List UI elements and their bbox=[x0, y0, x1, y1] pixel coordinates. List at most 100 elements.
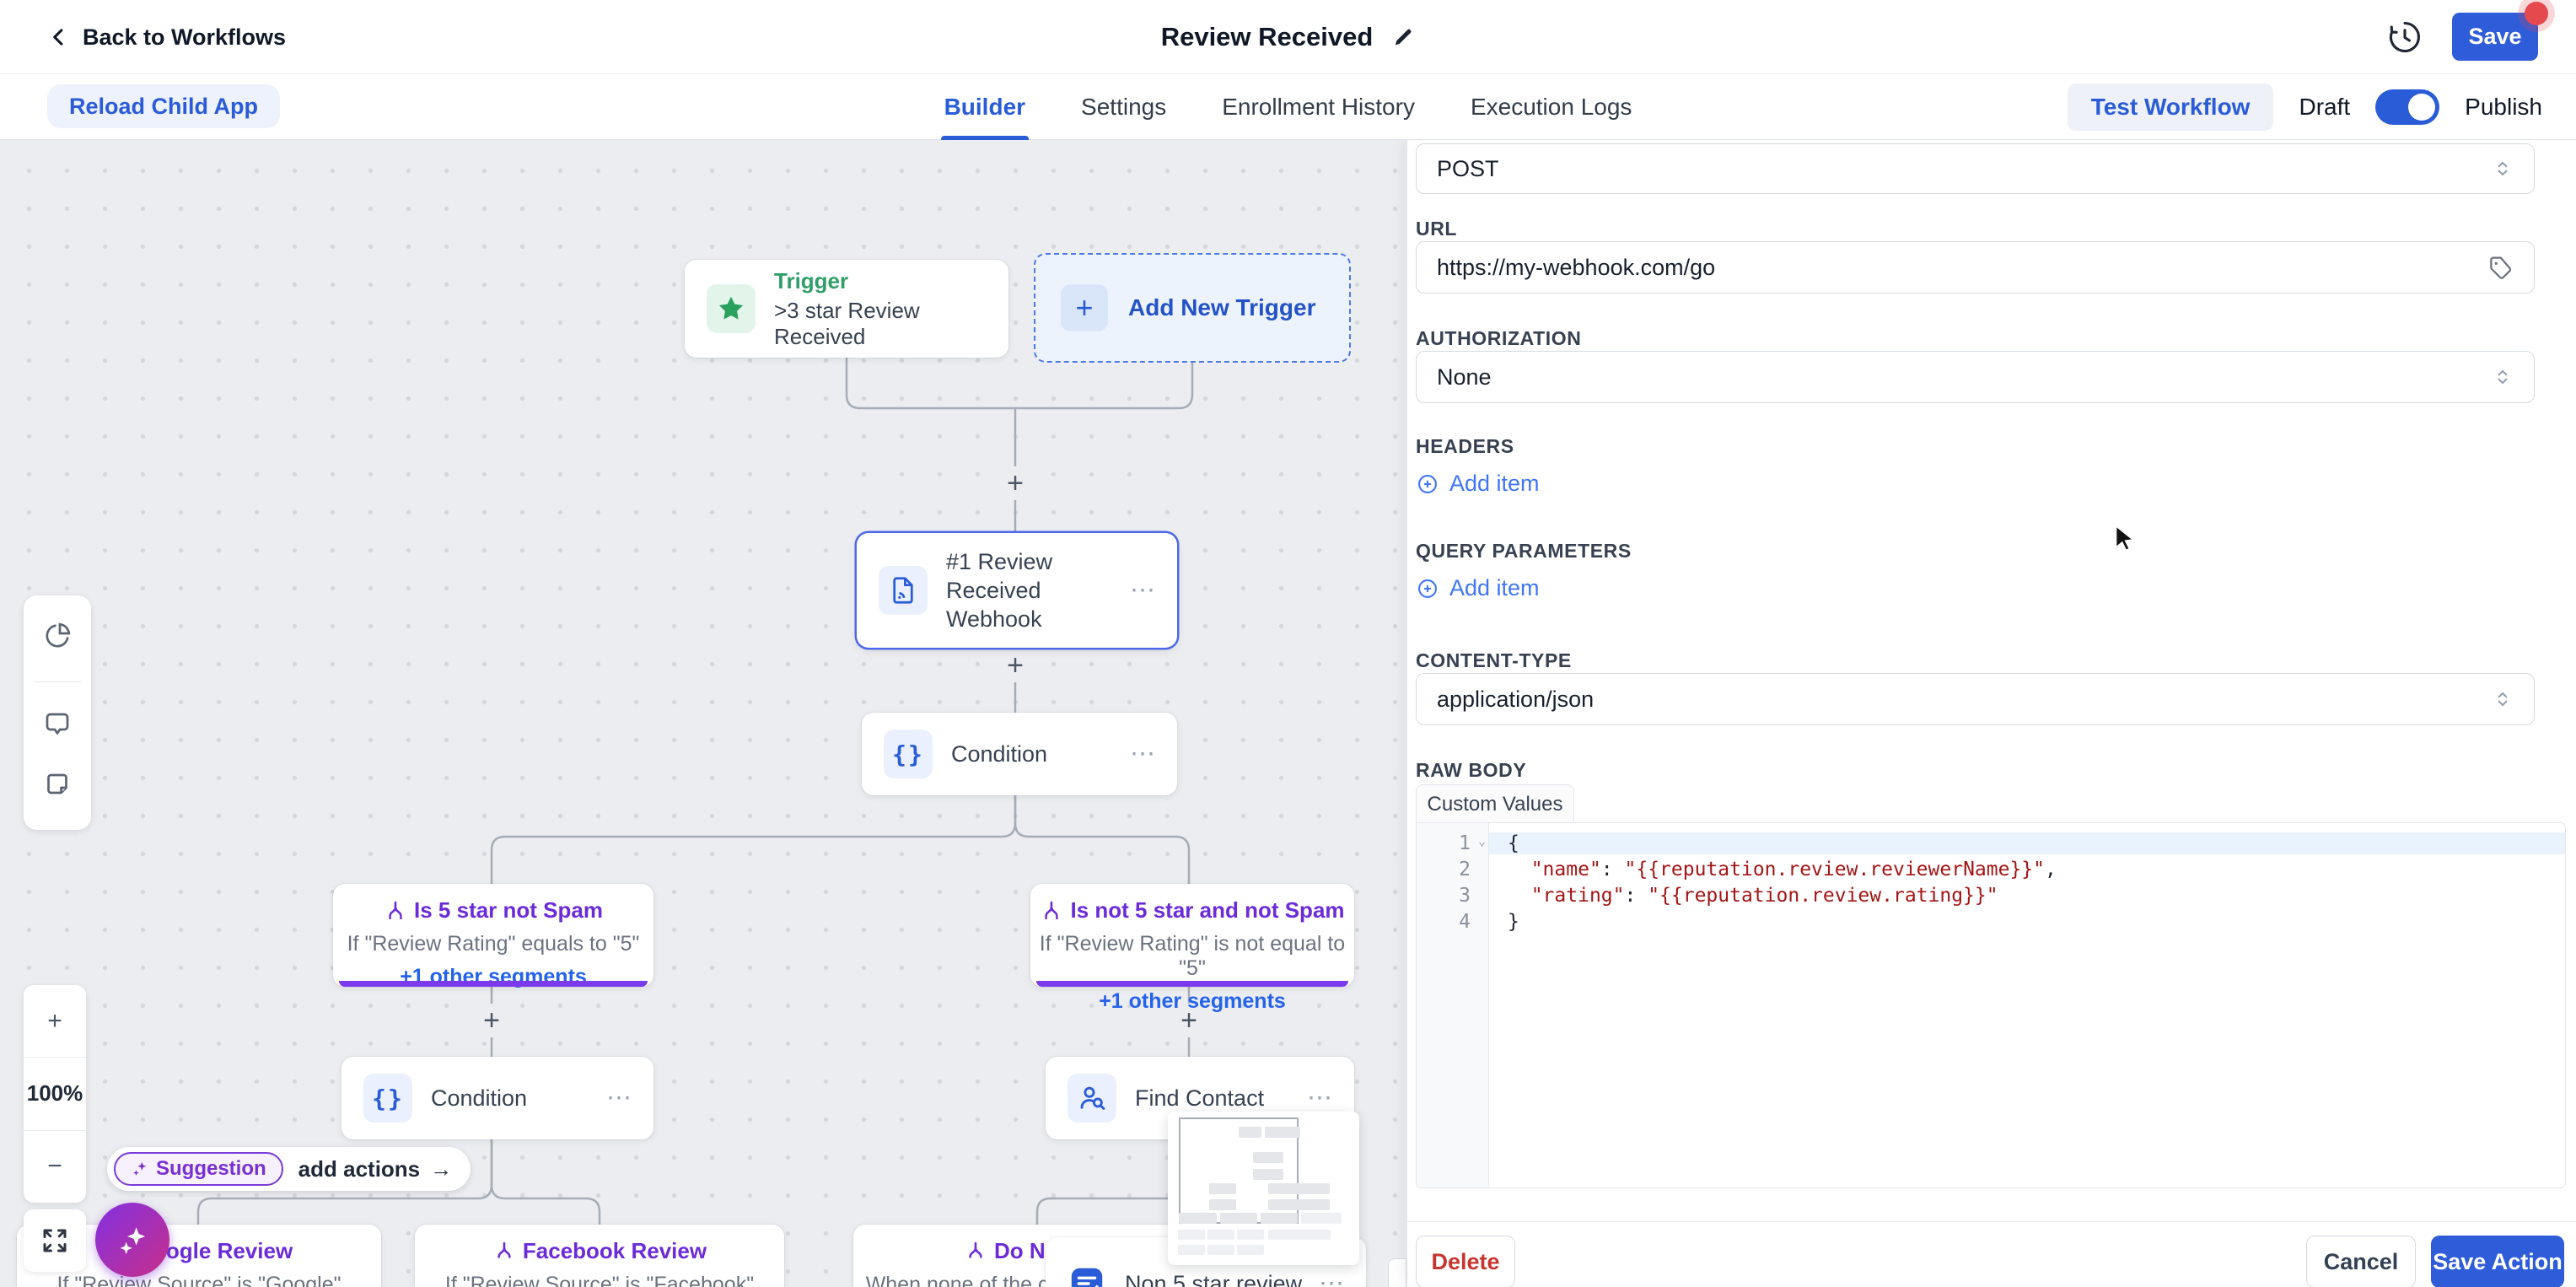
branch-condition: If "Review Source" is "Facebook" bbox=[415, 1273, 784, 1287]
plus-icon: + bbox=[1061, 284, 1108, 331]
condition-node-2[interactable]: {} Condition ⋯ bbox=[341, 1057, 653, 1139]
comments-button[interactable] bbox=[42, 709, 73, 744]
branch-condition: If "Review Rating" equals to "5" bbox=[333, 932, 653, 956]
webhook-icon bbox=[879, 566, 928, 615]
query-add-item-button[interactable]: Add item bbox=[1416, 575, 1540, 601]
sparkle-icon bbox=[131, 1160, 149, 1178]
branch-accent-bar bbox=[339, 981, 648, 987]
stepper-icon bbox=[2492, 158, 2514, 180]
canvas-tool-palette bbox=[24, 595, 91, 830]
fit-screen-button[interactable] bbox=[24, 1209, 86, 1272]
node-menu-button[interactable]: ⋯ bbox=[1307, 1084, 1334, 1113]
notes-button[interactable] bbox=[42, 770, 73, 805]
tag-icon bbox=[2487, 254, 2514, 281]
condition-node-title: Condition bbox=[431, 1084, 527, 1112]
query-parameters-label: QUERY PARAMETERS bbox=[1416, 540, 1632, 563]
trigger-node[interactable]: Trigger >3 star Review Received bbox=[685, 260, 1008, 358]
tab-builder[interactable]: Builder bbox=[944, 74, 1025, 140]
arrow-right-icon: → bbox=[430, 1156, 452, 1182]
code-lines[interactable]: 1⌄{2 "name": "{{reputation.review.review… bbox=[1417, 830, 2565, 934]
test-workflow-button[interactable]: Test Workflow bbox=[2068, 83, 2274, 131]
panel-footer: Delete Cancel Save Action bbox=[1407, 1221, 2576, 1287]
back-to-workflows-link[interactable]: Back to Workflows bbox=[47, 0, 286, 74]
branch-card-5-star[interactable]: Is 5 star not Spam If "Review Rating" eq… bbox=[333, 884, 653, 987]
add-step-button[interactable]: + bbox=[998, 649, 1032, 682]
workflow-tabs: Builder Settings Enrollment History Exec… bbox=[944, 74, 1632, 140]
branch-icon bbox=[384, 899, 407, 923]
branch-more-segments[interactable]: +1 other segments bbox=[1030, 989, 1354, 1014]
delete-button[interactable]: Delete bbox=[1416, 1236, 1515, 1287]
method-select[interactable]: POST bbox=[1416, 143, 2535, 194]
trigger-title: >3 star Review Received bbox=[774, 298, 987, 350]
webhook-node-title: #1 Review Received Webhook bbox=[946, 547, 1118, 633]
stats-button[interactable] bbox=[42, 621, 73, 655]
raw-body-label: RAW BODY bbox=[1416, 759, 1526, 782]
branch-card-not-5-star[interactable]: Is not 5 star and not Spam If "Review Ra… bbox=[1030, 884, 1354, 987]
tab-enrollment-history[interactable]: Enrollment History bbox=[1222, 74, 1415, 140]
zoom-in-button[interactable]: + bbox=[24, 985, 86, 1058]
star-icon bbox=[707, 284, 756, 333]
webhook-action-node[interactable]: #1 Review Received Webhook ⋯ bbox=[857, 533, 1177, 648]
branch-icon bbox=[492, 1240, 516, 1263]
pie-chart-icon bbox=[42, 621, 73, 651]
save-button[interactable]: Save bbox=[2452, 13, 2538, 61]
content-type-select[interactable]: application/json bbox=[1416, 673, 2535, 725]
add-new-trigger-label: Add New Trigger bbox=[1128, 294, 1315, 321]
trigger-kicker: Trigger bbox=[774, 268, 987, 294]
raw-body-editor[interactable]: 1⌄{2 "name": "{{reputation.review.review… bbox=[1416, 822, 2566, 1188]
branch-accent-bar bbox=[1036, 981, 1348, 987]
add-step-button[interactable]: + bbox=[475, 1004, 508, 1037]
stepper-icon bbox=[2492, 366, 2514, 388]
branch-condition: If "Review Source" is "Google" bbox=[17, 1273, 381, 1287]
sticky-note-icon bbox=[42, 770, 73, 800]
canvas-minimap[interactable] bbox=[1168, 1112, 1359, 1265]
headers-label: HEADERS bbox=[1416, 435, 1514, 458]
authorization-label: AUTHORIZATION bbox=[1416, 327, 1581, 350]
workflow-toolbar: Reload Child App Builder Settings Enroll… bbox=[0, 74, 2576, 140]
headers-add-item-button[interactable]: Add item bbox=[1416, 471, 1540, 497]
condition-node-title: Condition bbox=[951, 740, 1047, 768]
app-header: Back to Workflows Review Received Save bbox=[0, 0, 2576, 74]
unsaved-changes-dot bbox=[2525, 2, 2548, 25]
node-menu-button[interactable]: ⋯ bbox=[606, 1084, 633, 1113]
action-settings-panel: POST URL https://my-webhook.com/go AUTHO… bbox=[1406, 140, 2576, 1287]
suggestion-badge[interactable]: Suggestion bbox=[114, 1152, 283, 1186]
tab-execution-logs[interactable]: Execution Logs bbox=[1471, 74, 1632, 140]
add-actions-link[interactable]: add actions → bbox=[298, 1156, 452, 1182]
history-clock-icon bbox=[2386, 19, 2423, 56]
braces-icon: {} bbox=[363, 1074, 412, 1123]
node-menu-button[interactable]: ⋯ bbox=[1130, 576, 1157, 606]
non-5-star-title: Non 5 star review bbox=[1125, 1269, 1302, 1287]
custom-values-tab[interactable]: Custom Values bbox=[1416, 784, 1574, 823]
node-menu-button[interactable]: ⋯ bbox=[1319, 1269, 1346, 1287]
branch-title: Is 5 star not Spam bbox=[414, 897, 603, 924]
branch-card-facebook-review[interactable]: Facebook Review If "Review Source" is "F… bbox=[415, 1225, 784, 1287]
zoom-out-button[interactable]: − bbox=[24, 1131, 86, 1203]
version-history-button[interactable] bbox=[2386, 19, 2423, 60]
authorization-select[interactable]: None bbox=[1416, 351, 2535, 403]
chevron-left-icon bbox=[47, 25, 71, 49]
publish-toggle[interactable] bbox=[2375, 89, 2439, 125]
condition-node[interactable]: {} Condition ⋯ bbox=[862, 713, 1177, 795]
braces-icon: {} bbox=[884, 730, 933, 778]
reload-child-app-button[interactable]: Reload Child App bbox=[47, 84, 280, 128]
panel-edge-handle[interactable] bbox=[1388, 1258, 1406, 1287]
ai-assistant-button[interactable] bbox=[95, 1203, 169, 1277]
branch-condition: If "Review Rating" is not equal to "5" bbox=[1030, 932, 1354, 981]
sparkles-icon bbox=[114, 1221, 151, 1258]
url-input[interactable]: https://my-webhook.com/go bbox=[1416, 241, 2535, 293]
add-step-button[interactable]: + bbox=[998, 466, 1032, 500]
url-label: URL bbox=[1416, 218, 1457, 240]
palette-divider bbox=[34, 681, 81, 682]
chat-bubble-icon bbox=[42, 709, 73, 740]
tab-settings[interactable]: Settings bbox=[1081, 74, 1166, 140]
add-new-trigger-button[interactable]: + Add New Trigger bbox=[1034, 253, 1351, 363]
expand-icon bbox=[40, 1225, 70, 1256]
edit-pencil-icon[interactable] bbox=[1391, 25, 1415, 49]
zoom-level[interactable]: 100% bbox=[24, 1058, 86, 1130]
node-menu-button[interactable]: ⋯ bbox=[1130, 740, 1157, 769]
circle-plus-icon bbox=[1416, 472, 1439, 496]
cancel-button[interactable]: Cancel bbox=[2306, 1236, 2416, 1287]
save-action-button[interactable]: Save Action bbox=[2431, 1236, 2564, 1287]
